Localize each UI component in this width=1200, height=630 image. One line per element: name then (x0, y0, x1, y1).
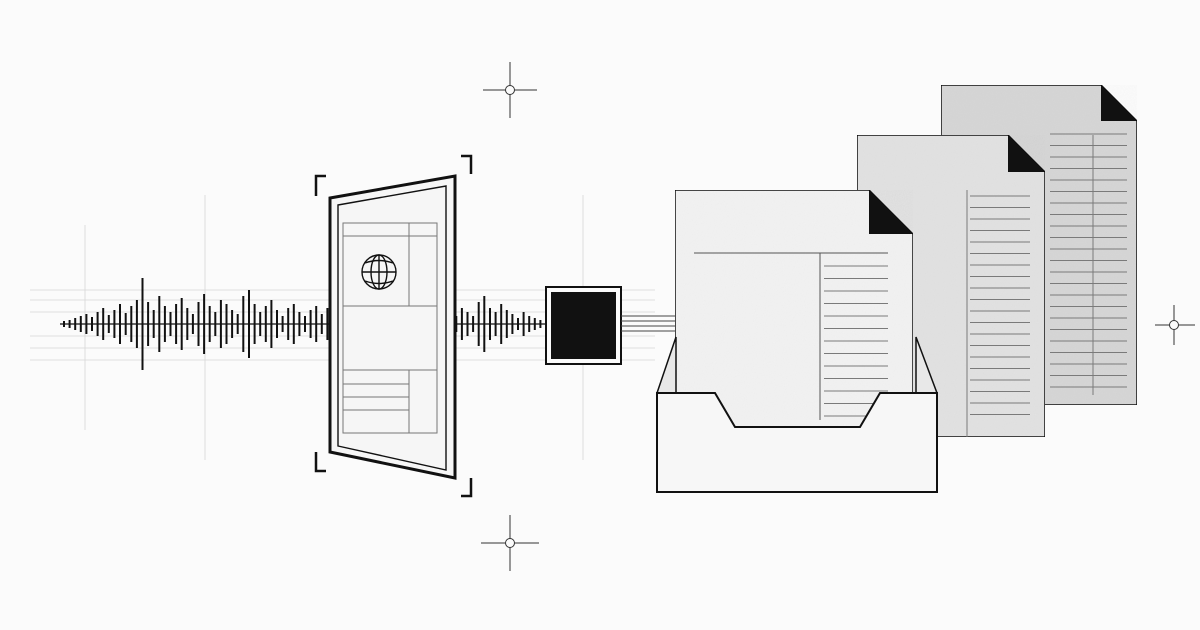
document-icon (674, 189, 914, 431)
scan-corner-brackets (314, 154, 473, 498)
crosshair-icon (1155, 305, 1195, 345)
document-scan-frame (314, 154, 473, 498)
passport-card (328, 174, 457, 480)
crosshair-icon (483, 62, 537, 118)
globe-icon (361, 254, 397, 290)
processor-chip-icon (545, 286, 622, 365)
inbox-tray-icon (655, 336, 939, 493)
crosshair-icon (481, 515, 539, 571)
